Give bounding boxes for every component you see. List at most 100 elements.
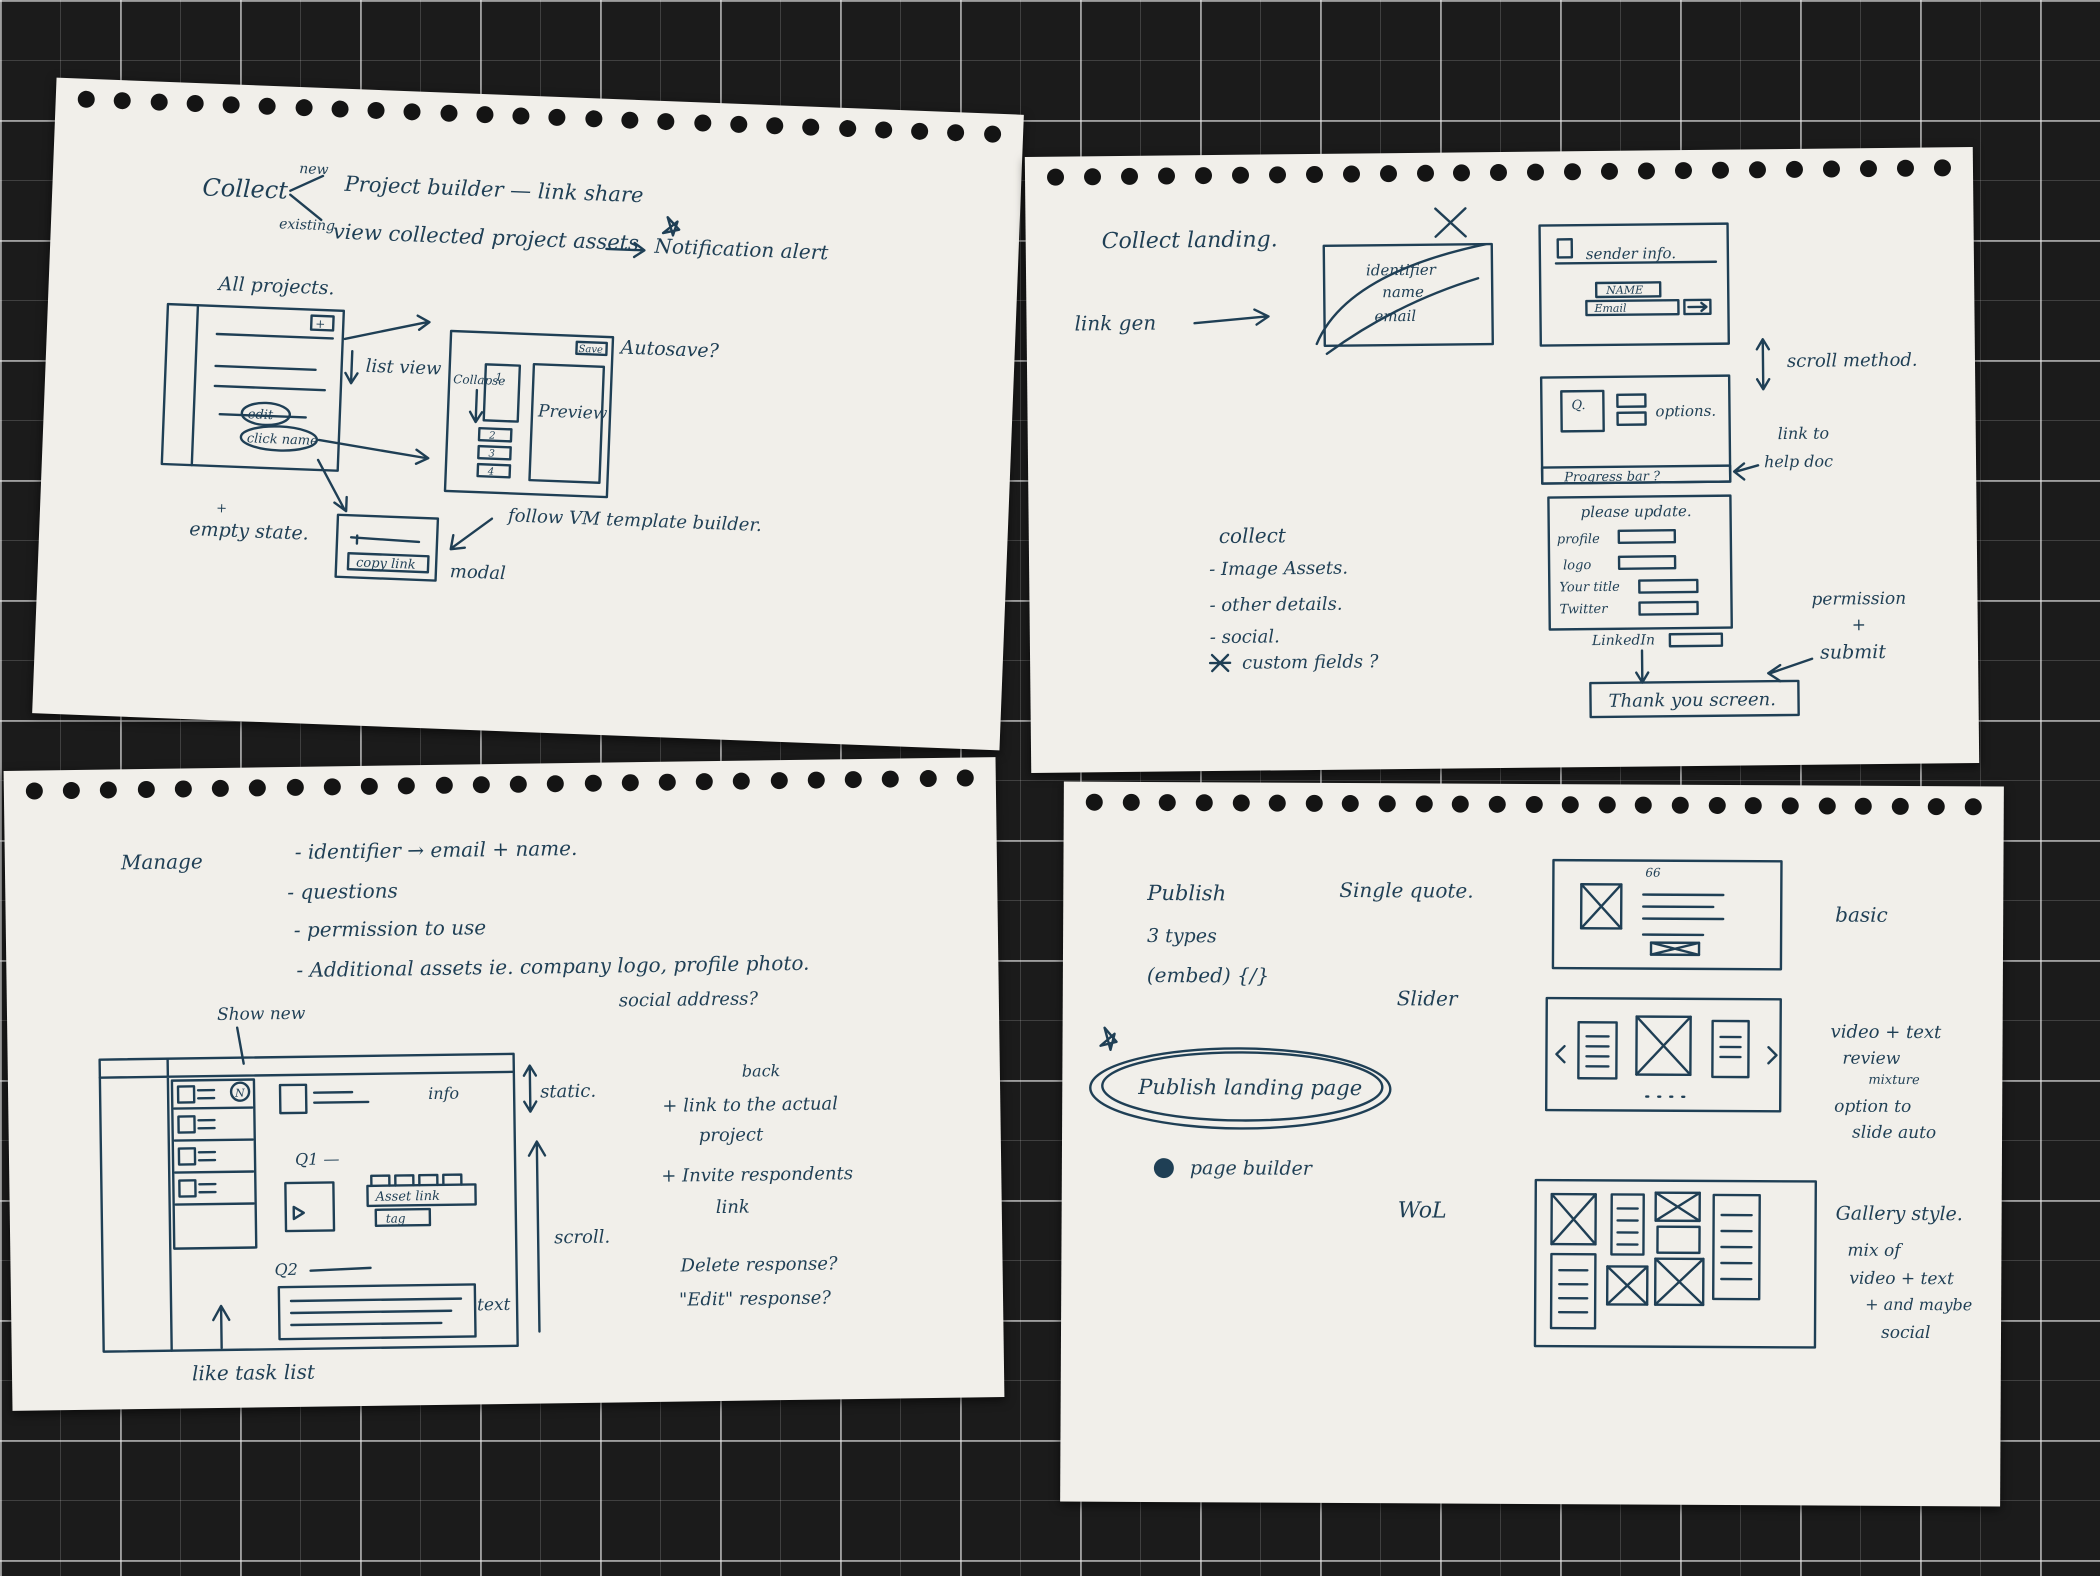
gallery-tile-2-lines: [1616, 1207, 1639, 1246]
arrow-to-modal: [449, 517, 494, 551]
label-your-title: Your title: [1559, 580, 1620, 596]
scroll-arrow: [527, 1140, 547, 1333]
image-placeholder-sketch: [1579, 883, 1623, 930]
label-slide-auto: slide auto: [1852, 1123, 1936, 1143]
next-button-sketch: [1683, 298, 1712, 316]
section-2-sketch: [477, 426, 513, 443]
tag-chip-sketch: [374, 1207, 432, 1228]
label-new: new: [299, 161, 329, 178]
gallery-tile-5-lines: [1720, 1213, 1753, 1281]
gallery-tile-1: [1550, 1192, 1597, 1246]
slider-chevrons: [1555, 1044, 1778, 1065]
label-follow-vm: follow VM template builder.: [506, 505, 762, 536]
gallery-tile-7-x: [1605, 1265, 1649, 1306]
label-options: options.: [1655, 402, 1716, 421]
wireframe-manage: [98, 1052, 519, 1353]
title-field-sketch: [1638, 578, 1699, 594]
label-edit-response: "Edit" response?: [679, 1287, 832, 1310]
video-thumb-sketch: [284, 1181, 336, 1233]
sidebar-list-rows: [173, 1106, 255, 1206]
label-mix-of: mix of: [1847, 1241, 1903, 1261]
label-delete-response: Delete response?: [679, 1253, 838, 1276]
wireframe-builder: [443, 329, 615, 499]
label-embed: (embed) {/}: [1147, 963, 1270, 988]
label-social-address: social address?: [619, 988, 759, 1011]
label-link-to: link to: [1778, 424, 1830, 444]
name-field-sketch: [1594, 281, 1662, 299]
cross-out-marks: [1315, 207, 1487, 356]
avatar-sketch: [278, 1083, 308, 1115]
slide-3-sketch: [1711, 1019, 1750, 1079]
arrow-right-icon: [1687, 301, 1708, 313]
row-lines-4: [198, 1182, 217, 1194]
branch-lines: [289, 174, 325, 222]
label-option-to: option to: [1834, 1097, 1911, 1117]
twitter-field-sketch: [1638, 600, 1699, 616]
collapse-arrow: [468, 388, 484, 424]
label-save: Save: [578, 344, 603, 356]
label-submit: submit: [1820, 641, 1886, 664]
wireframe-please-update: [1547, 494, 1733, 631]
label-n: N: [234, 1087, 245, 1100]
num-2: 2: [488, 430, 496, 441]
sheet-collect-plan: Collect new existing Project builder — l…: [32, 77, 1024, 751]
arrow-down-thank-you: [1635, 649, 1650, 684]
label-logo: logo: [1563, 558, 1591, 573]
sketch-manage: Manage - identifier → email + name. - qu…: [98, 836, 853, 1385]
label-social: - social.: [1210, 626, 1280, 648]
label-please-update: please update.: [1580, 502, 1691, 521]
row-icon-3: [177, 1147, 197, 1166]
label-collect: Collect: [202, 173, 289, 204]
label-scroll: scroll.: [554, 1227, 610, 1249]
label-video-text: video + text: [1831, 1022, 1943, 1044]
label-progress-bar: Progress bar ?: [1563, 469, 1661, 485]
label-invite: + Invite respondents: [661, 1163, 853, 1187]
label-all-projects: All projects.: [216, 273, 335, 300]
wireframe-basic-card: [1551, 858, 1783, 971]
click-name-oval: [239, 425, 319, 452]
play-icon: [292, 1205, 305, 1221]
label-plus: +: [1852, 615, 1866, 635]
label-and-maybe: + and maybe: [1865, 1295, 1972, 1315]
arrow-to-modal-2: [316, 458, 348, 513]
label-single-quote: Single quote.: [1339, 878, 1473, 903]
wireframe-modal: [334, 513, 440, 582]
logo-x: [1649, 941, 1701, 957]
gallery-tile-3: [1654, 1191, 1701, 1223]
wireframe-dividers: [98, 1057, 516, 1352]
slide-2-sketch: [1635, 1015, 1692, 1077]
sidebar-list-sketch: [170, 1078, 258, 1250]
label-publish: Publish: [1146, 881, 1226, 905]
text-response-lines: [289, 1297, 463, 1327]
new-badge-sketch: [229, 1081, 251, 1102]
label-identifier: - identifier → email + name.: [295, 836, 578, 864]
slide-1-sketch: [1577, 1021, 1618, 1080]
label-project: project: [699, 1124, 765, 1146]
arrow-to-notification: [605, 241, 646, 259]
slide-1-lines: [1585, 1035, 1610, 1068]
label-gallery-style: Gallery style.: [1836, 1203, 1963, 1226]
list-rows: [190, 304, 334, 467]
label-link: link: [716, 1197, 750, 1218]
gallery-tile-2: [1610, 1193, 1645, 1256]
gallery-tile-4: [1656, 1225, 1701, 1255]
linkedin-field-sketch: [1668, 632, 1724, 648]
label-social: social: [1881, 1323, 1931, 1343]
label-thank-you: Thank you screen.: [1608, 689, 1776, 712]
profile-field-sketch: [1617, 528, 1677, 544]
arrow-submit: [1767, 657, 1814, 683]
link-field-sketch: [349, 534, 421, 545]
label-collect-landing: Collect landing.: [1102, 227, 1278, 254]
publish-landing-oval: [1089, 1047, 1392, 1130]
label-permission: permission: [1811, 589, 1906, 610]
star-icon: [1208, 653, 1232, 673]
label-copy-link: copy link: [356, 556, 416, 573]
option-2-sketch: [1616, 411, 1647, 426]
label-q: Q.: [1571, 398, 1585, 413]
copy-link-button-sketch: [346, 552, 430, 574]
label-publish-landing: Publish landing page: [1137, 1075, 1362, 1100]
label-preview: Preview: [537, 401, 608, 424]
arrow-link-gen: [1193, 308, 1270, 326]
gallery-tile-8: [1653, 1257, 1705, 1307]
sheet-publish: Publish 3 types (embed) {/} Single quote…: [1060, 781, 2004, 1507]
